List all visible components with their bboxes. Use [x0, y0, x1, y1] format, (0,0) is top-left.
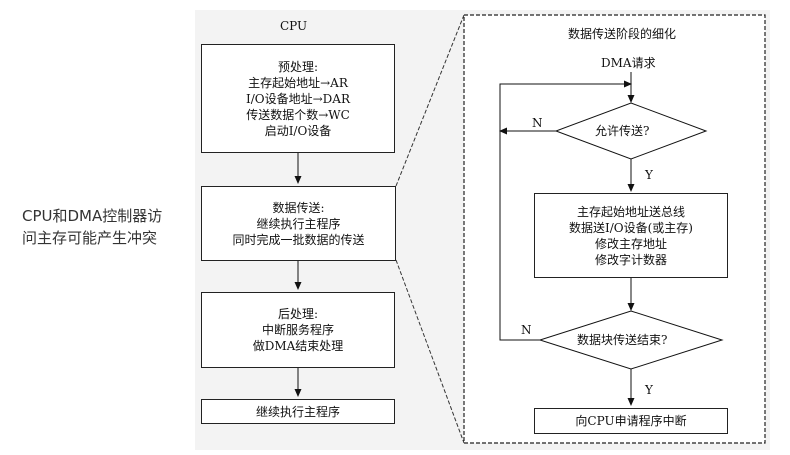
transfer-line-2: 同时完成一批数据的传送 — [232, 232, 365, 247]
continue-main-label: 继续执行主程序 — [255, 404, 340, 419]
step-line-4: 修改字计数器 — [594, 252, 667, 267]
decision2-no-label: N — [521, 323, 532, 337]
side-note-line-2: 问主存可能产生冲突 — [22, 229, 158, 247]
preprocess-line-3: 传送数据个数→WC — [246, 107, 350, 122]
side-note: CPU和DMA控制器访 问主存可能产生冲突 — [22, 205, 197, 249]
side-note-line-1: CPU和DMA控制器访 — [22, 207, 163, 225]
zoom-line-top — [395, 14, 465, 187]
decision1-no-label: N — [532, 116, 543, 130]
preprocess-line-2: I/O设备地址→DAR — [246, 91, 350, 106]
transfer-box: 数据传送: 继续执行主程序 同时完成一批数据的传送 — [201, 186, 396, 261]
postprocess-line-2: 做DMA结束处理 — [252, 339, 344, 353]
detail-title: 数据传送阶段的细化 — [568, 27, 677, 41]
postprocess-line-1: 中断服务程序 — [261, 323, 334, 337]
transfer-line-1: 继续执行主程序 — [256, 216, 341, 231]
step-line-3: 修改主存地址 — [594, 236, 667, 251]
transfer-steps-box: 主存起始地址送总线 数据送I/O设备(或主存) 修改主存地址 修改字计数器 — [534, 193, 728, 278]
preprocess-line-1: 主存起始地址→AR — [248, 75, 348, 90]
postprocess-box: 后处理: 中断服务程序 做DMA结束处理 — [201, 292, 395, 368]
transfer-title: 数据传送: — [272, 200, 325, 215]
step-line-1: 主存起始地址送总线 — [576, 204, 685, 219]
preprocess-line-4: 启动I/O设备 — [264, 123, 332, 138]
loop-back-line — [499, 80, 632, 341]
preprocess-title: 预处理: — [277, 59, 319, 74]
step-line-2: 数据送I/O设备(或主存) — [569, 220, 693, 235]
interrupt-request-box: 向CPU申请程序中断 — [534, 408, 728, 434]
decision2-yes-label: Y — [645, 383, 653, 397]
decision1-yes-label: Y — [645, 168, 653, 182]
continue-main-box: 继续执行主程序 — [201, 399, 395, 424]
interrupt-request-label: 向CPU申请程序中断 — [575, 414, 687, 428]
preprocess-box: 预处理: 主存起始地址→AR I/O设备地址→DAR 传送数据个数→WC 启动I… — [201, 44, 395, 153]
cpu-title: CPU — [280, 19, 308, 33]
dma-request-label: DMA请求 — [601, 56, 656, 70]
decision2-label: 数据块传送结束? — [577, 333, 668, 347]
zoom-line-bottom — [395, 259, 465, 444]
postprocess-title: 后处理: — [277, 307, 319, 321]
decision1-label: 允许传送? — [595, 124, 650, 138]
